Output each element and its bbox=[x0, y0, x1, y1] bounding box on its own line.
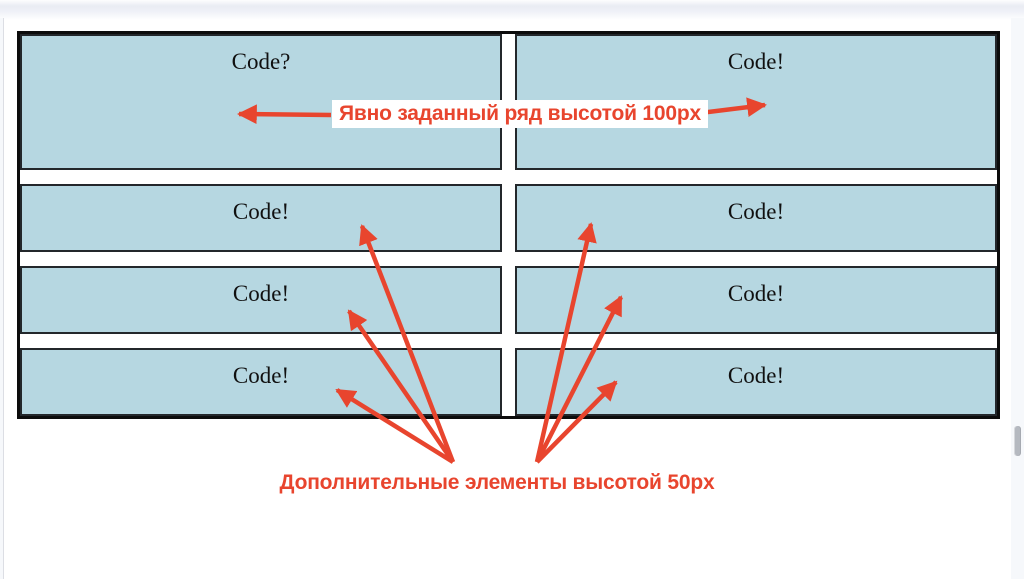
grid-example-container: Code? Code! Code! Code! Code! Code! Code… bbox=[17, 31, 1000, 419]
explicit-row-annotation: Явно заданный ряд высотой 100px bbox=[332, 100, 708, 128]
grid-cell: Code! bbox=[20, 348, 502, 416]
grid-cell: Code! bbox=[515, 184, 997, 252]
grid-cell: Code! bbox=[20, 184, 502, 252]
scrollbar-track[interactable] bbox=[1011, 18, 1024, 579]
grid-cell: Code! bbox=[515, 348, 997, 416]
grid-cell: Code! bbox=[515, 266, 997, 334]
grid-cell: Code! bbox=[20, 266, 502, 334]
vertical-scrollbar-thumb[interactable] bbox=[1014, 426, 1021, 456]
page-left-edge bbox=[0, 18, 4, 579]
extra-elements-annotation: Дополнительные элементы высотой 50px bbox=[279, 471, 715, 494]
page-top-gradient bbox=[0, 0, 1024, 20]
